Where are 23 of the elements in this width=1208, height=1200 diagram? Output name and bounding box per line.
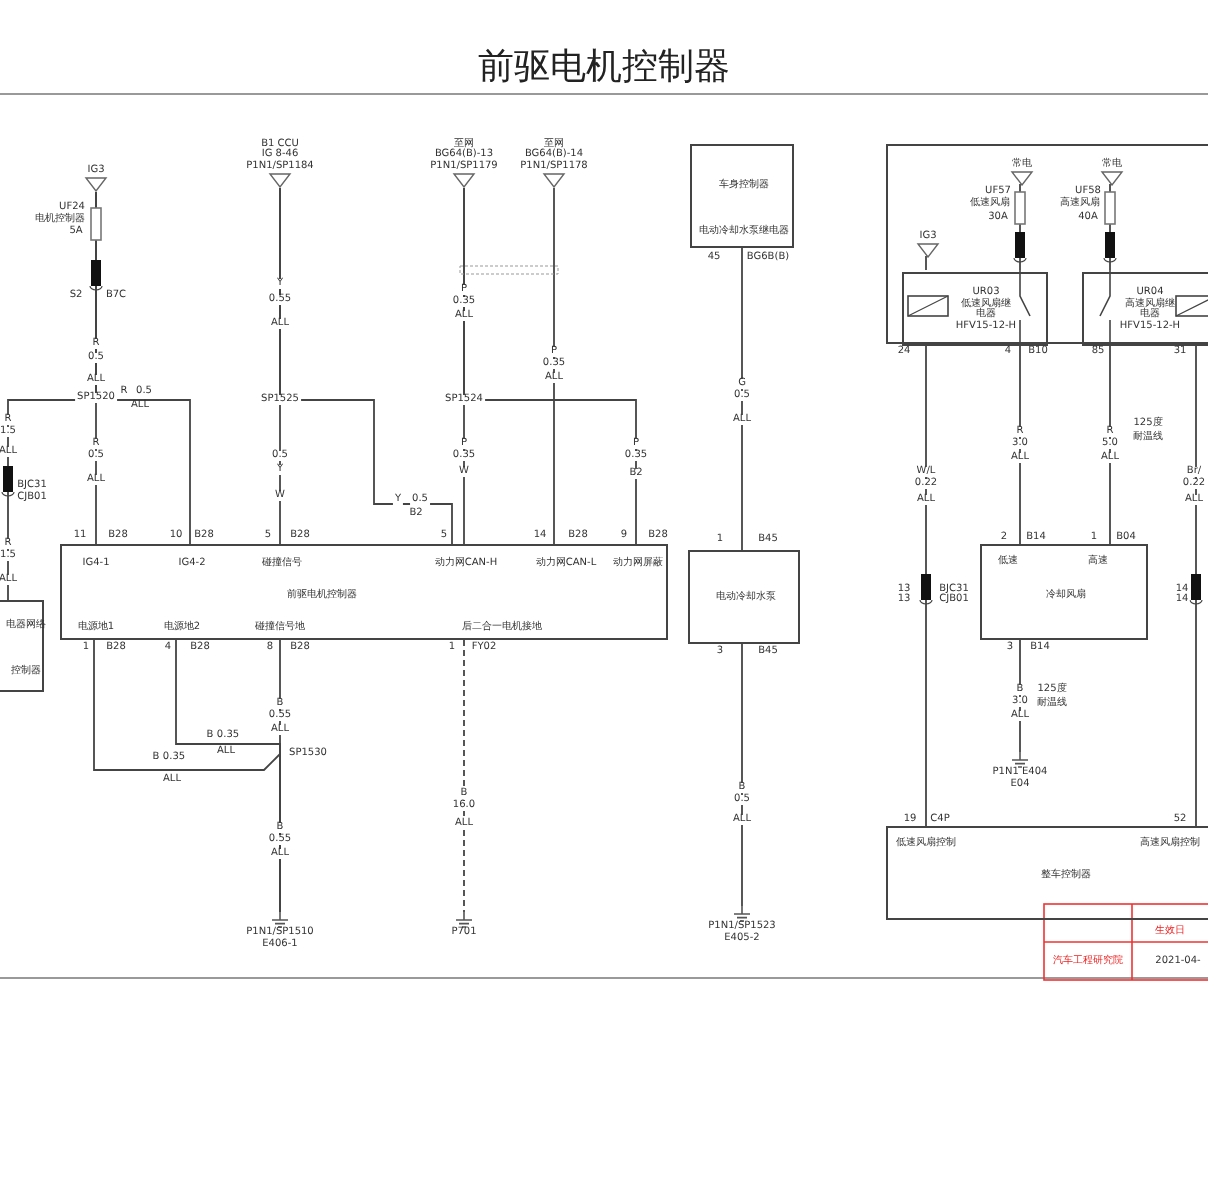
wire	[279, 187, 453, 545]
controller-box	[690, 144, 794, 248]
relay-box	[1082, 272, 1208, 346]
controller-box	[0, 600, 44, 692]
controller-box	[60, 544, 668, 640]
wire	[1109, 343, 1111, 545]
wire	[1109, 183, 1111, 271]
wire	[1019, 639, 1021, 753]
fan-box	[980, 544, 1148, 640]
pump-box	[688, 550, 800, 644]
controller-box	[886, 826, 1208, 920]
wire	[1019, 343, 1021, 545]
relay-box	[902, 272, 1048, 346]
wire	[741, 247, 743, 551]
wire	[553, 187, 555, 545]
diagram-title: 前驱电机控制器	[478, 44, 730, 90]
wire	[1019, 183, 1021, 271]
wire	[463, 639, 465, 913]
wire	[925, 343, 927, 827]
wire	[1195, 343, 1197, 827]
wire	[463, 187, 637, 545]
wire	[925, 255, 927, 271]
wire	[741, 643, 743, 907]
